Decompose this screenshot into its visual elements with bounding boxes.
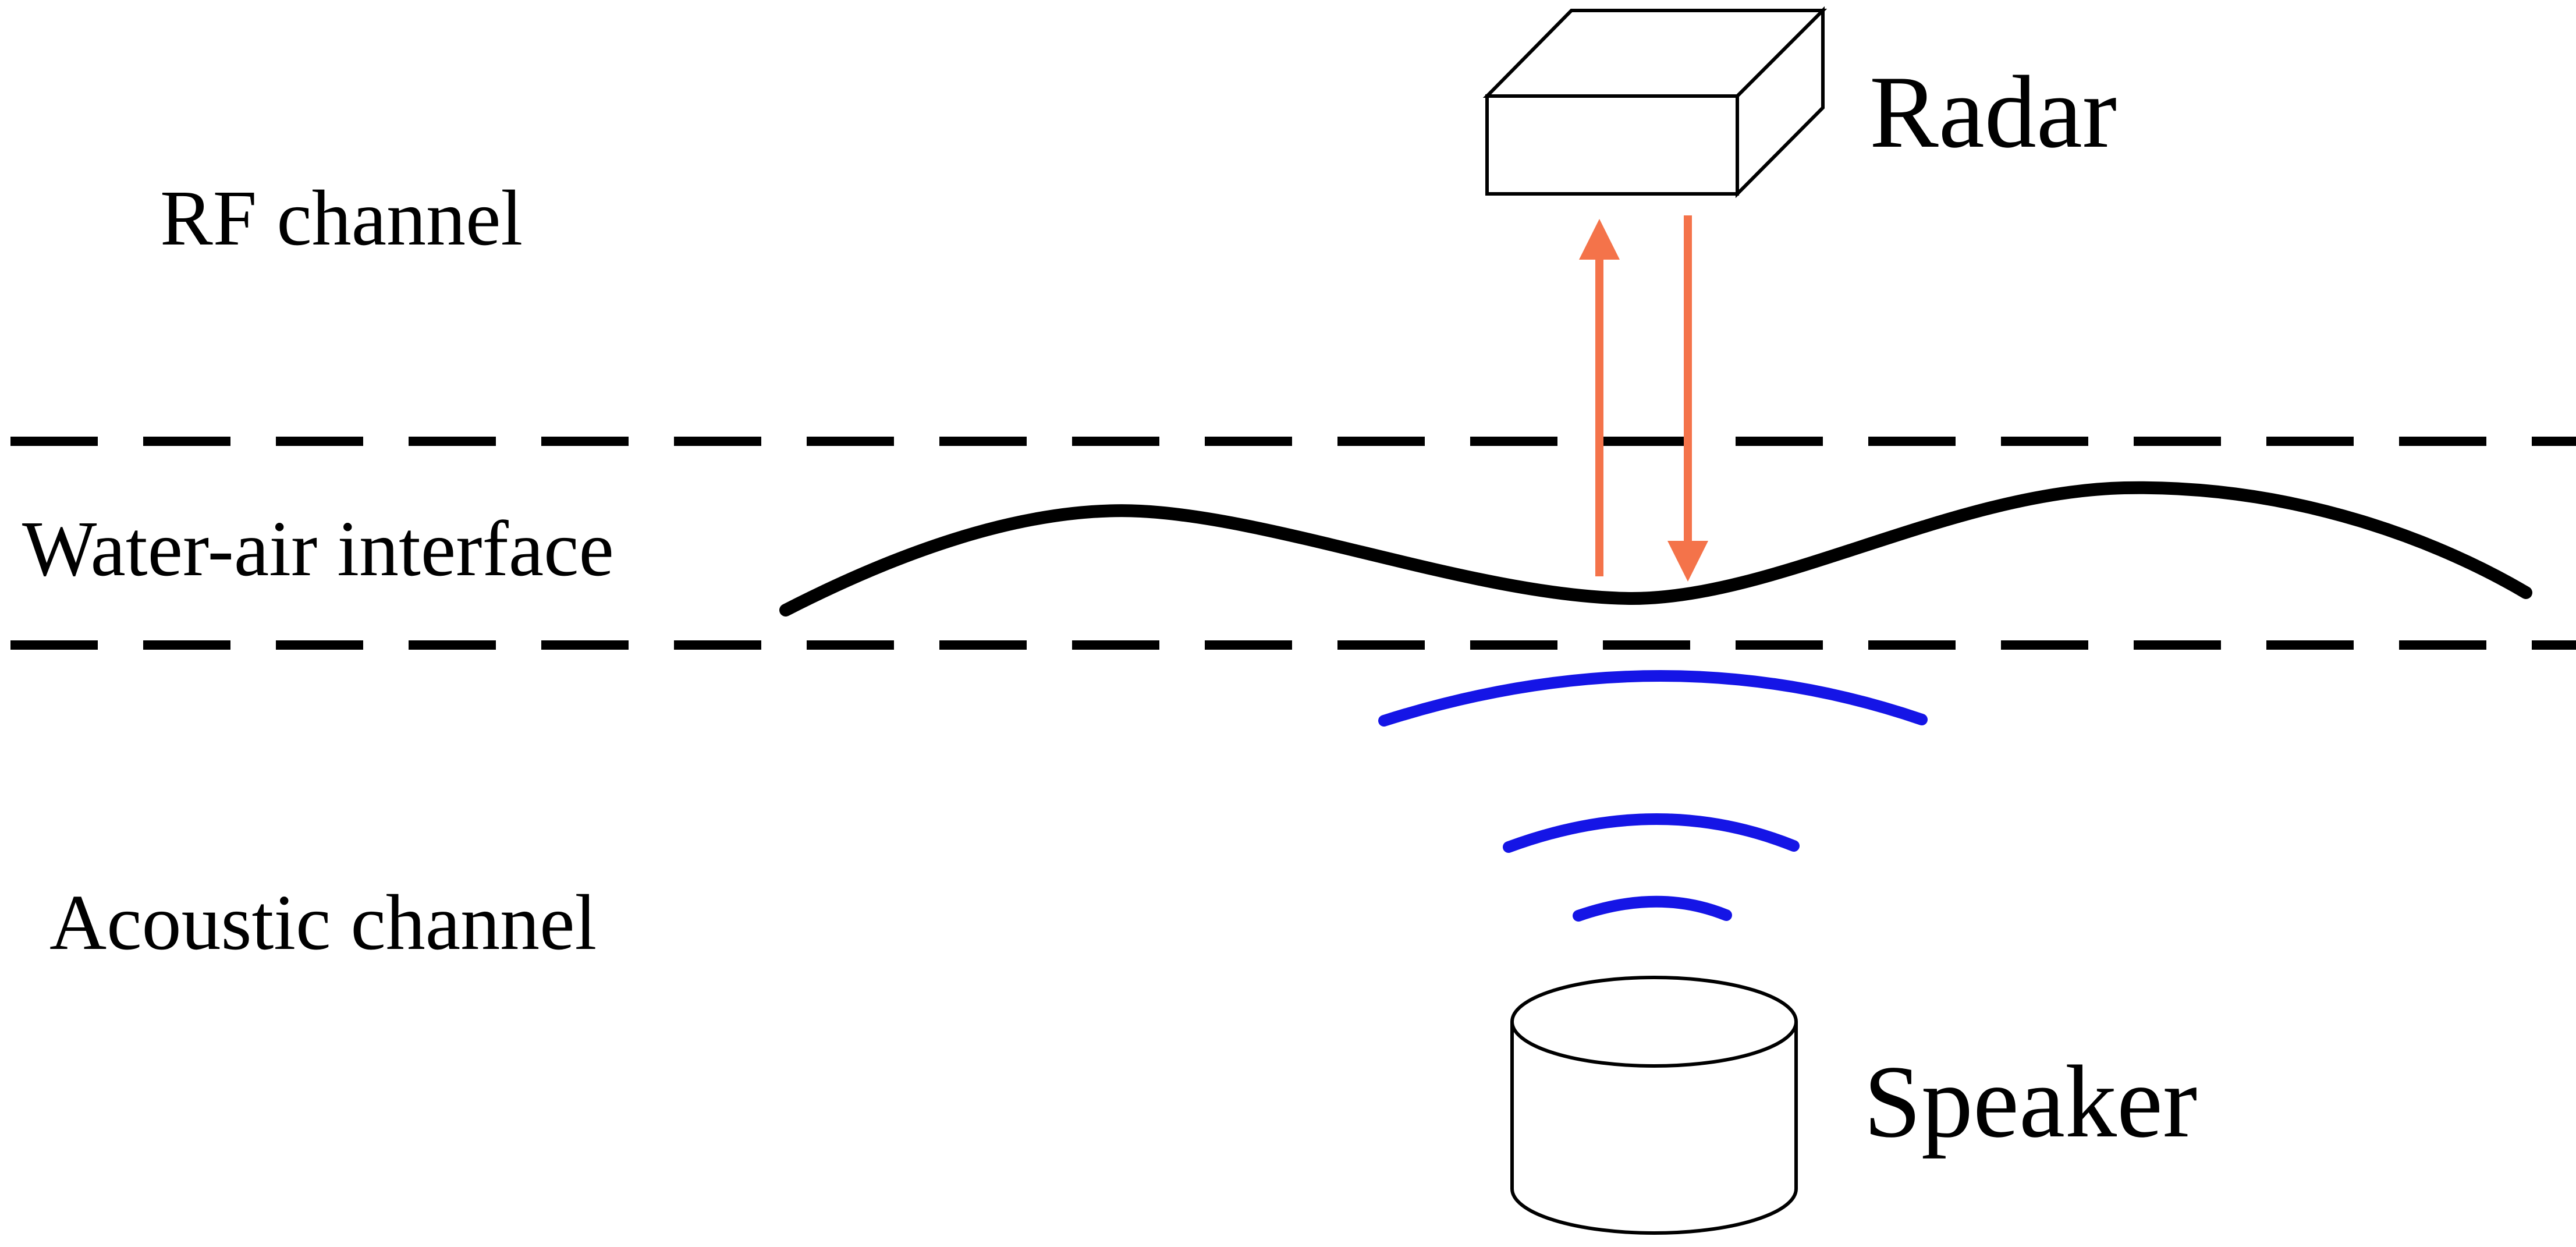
- radar-label: Radar: [1869, 54, 2117, 169]
- acoustic-channel-label: Acoustic channel: [49, 879, 597, 966]
- water-surface-wave: [779, 481, 2532, 617]
- water-air-interface-label: Water-air interface: [22, 505, 614, 593]
- speaker-body: [1510, 1022, 1798, 1235]
- radar-front-face: [1485, 94, 1739, 196]
- speaker-device: [1510, 976, 1798, 1235]
- speaker-top: [1510, 976, 1798, 1068]
- radar-device: [1482, 6, 1828, 199]
- radar-side-face: [1736, 6, 1825, 199]
- acoustic-wave-large: [1378, 670, 1928, 727]
- acoustic-wave-medium: [1503, 813, 1800, 853]
- acoustic-wave-small: [1573, 895, 1732, 922]
- speaker-label: Speaker: [1864, 1044, 2197, 1159]
- rf-channel-label: RF channel: [160, 175, 523, 262]
